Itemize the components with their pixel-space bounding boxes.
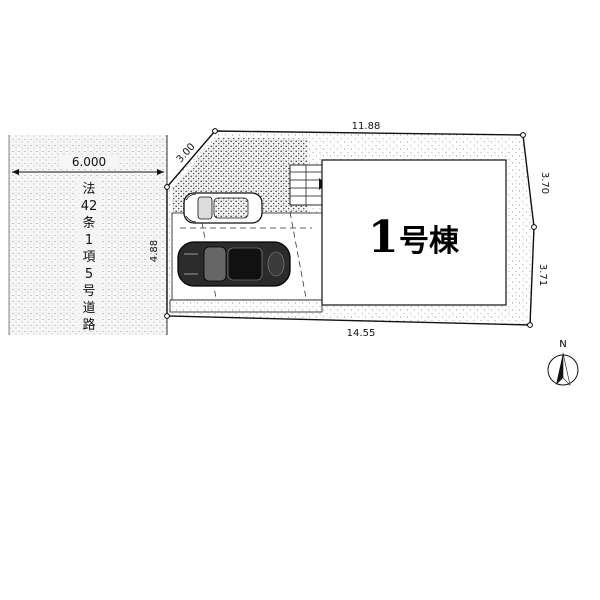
boundary-marker <box>212 128 218 134</box>
road-description-char: 1 <box>85 233 93 248</box>
building-number: 1 <box>368 212 399 263</box>
bottom-strip <box>169 299 323 313</box>
road-description-char: 項 <box>82 250 95 265</box>
dimension-right-lower: 3.71 <box>537 264 548 286</box>
road-width-arrow-right <box>157 169 164 175</box>
road-width-label: 6.000 <box>72 155 106 169</box>
parking-marking <box>289 211 307 299</box>
building-footprint <box>321 159 507 306</box>
road-description-char: 5 <box>85 267 93 282</box>
road-width-arrow-left <box>12 169 19 175</box>
road-description-char: 42 <box>81 199 98 214</box>
dimension-top: 11.88 <box>352 121 381 132</box>
road: 6.000 法 42条 1 項 5 号道路 <box>8 135 168 335</box>
road-description-char: 法 <box>82 182 95 197</box>
north-arrow: N <box>547 339 579 386</box>
road-description: 法 42条 1 項 5 号道路 <box>81 182 98 333</box>
lot: 1 号棟 11.88 3.00 4.88 14.55 3.70 3.71 <box>149 121 550 339</box>
road-description-char: 道 <box>82 301 95 316</box>
boundary-marker <box>531 224 537 230</box>
road-description-char: 号 <box>82 284 95 299</box>
dimension-bottom: 14.55 <box>347 328 376 339</box>
road-description-char: 路 <box>82 317 95 333</box>
dimension-left: 4.88 <box>149 240 160 262</box>
north-label: N <box>559 339 566 350</box>
car-icon <box>183 192 263 224</box>
car-icon <box>177 241 291 287</box>
building-label: 号棟 <box>399 224 460 259</box>
road-description-char: 条 <box>82 215 95 231</box>
boundary-marker <box>520 132 526 138</box>
dimension-right-upper: 3.70 <box>539 172 550 194</box>
boundary-marker <box>164 184 170 190</box>
boundary-marker <box>527 322 533 328</box>
boundary-marker <box>164 313 170 319</box>
